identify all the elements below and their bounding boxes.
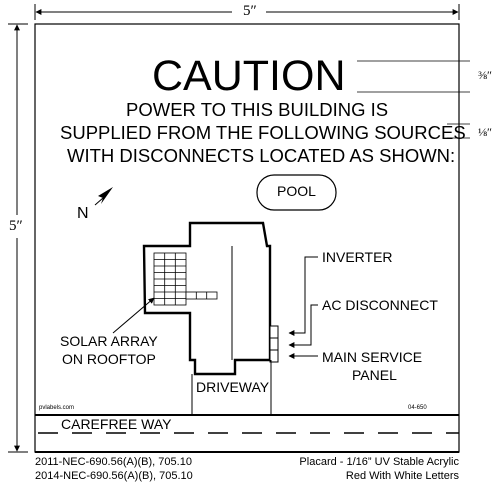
- street-label: CAREFREE WAY: [61, 416, 172, 432]
- solar-label-2: ON ROOFTOP: [62, 351, 156, 367]
- vendor-label: pvlabels.com: [39, 405, 75, 411]
- north-arrow-icon: [94, 187, 113, 206]
- text-height-guides: [447, 123, 470, 139]
- inverter-label: INVERTER: [322, 249, 393, 265]
- pool-label: POOL: [277, 183, 316, 199]
- material-line-2: Red With White Letters: [345, 470, 459, 482]
- height-dimension-line: [8, 23, 28, 453]
- street: [35, 414, 459, 453]
- body-line-1: POWER TO THIS BUILDING IS: [126, 99, 389, 120]
- part-number-label: 04-650: [408, 405, 427, 411]
- main-service-label-1: MAIN SERVICE: [322, 349, 423, 365]
- solar-label-1: SOLAR ARRAY: [60, 333, 158, 349]
- caution-height-guides: [357, 60, 470, 93]
- material-line-1: Placard - 1/16” UV Stable Acrylic: [299, 456, 459, 468]
- text-height-label: ⅛″: [478, 125, 492, 139]
- height-label: 5″: [9, 218, 23, 234]
- solar-callout-arrow: [112, 297, 155, 334]
- driveway-shape: [191, 360, 272, 415]
- solar-array-grid: [153, 252, 218, 306]
- inverter-callout: [288, 256, 318, 336]
- body-line-2: SUPPLIED FROM THE FOLLOWING SOURCES: [60, 122, 466, 143]
- code-line-2: 2014-NEC-690.56(A)(B), 705.10: [35, 470, 193, 482]
- caution-height-label: ⅜″: [478, 68, 492, 82]
- driveway-label: DRIVEWAY: [196, 379, 270, 395]
- width-dimension-line: [34, 4, 460, 20]
- width-label: 5″: [243, 3, 257, 19]
- pool-shape: [256, 174, 337, 211]
- code-line-1: 2011-NEC-690.56(A)(B), 705.10: [35, 456, 192, 468]
- body-line-3: WITH DISCONNECTS LOCATED AS SHOWN:: [67, 145, 456, 166]
- placard-title: CAUTION: [152, 52, 346, 100]
- ac-disconnect-callout: [288, 304, 318, 348]
- ac-disconnect-label: AC DISCONNECT: [322, 297, 438, 313]
- north-label: N: [77, 205, 89, 222]
- main-service-label-2: PANEL: [352, 367, 397, 383]
- equipment-boxes: [269, 325, 279, 363]
